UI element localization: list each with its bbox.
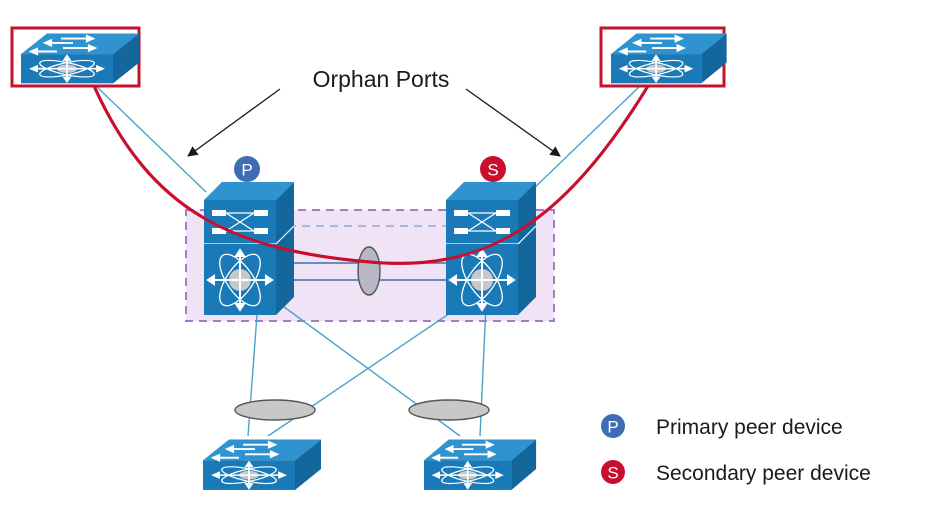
orphan-switch-left[interactable] xyxy=(10,26,141,88)
secondary-legend-label: Secondary peer device xyxy=(656,462,871,485)
primary-badge-text: P xyxy=(241,161,252,180)
orphan-link-right xyxy=(529,85,641,193)
vpc-peer-secondary[interactable] xyxy=(445,181,537,316)
downstream-switch-right[interactable] xyxy=(422,438,538,491)
secondary-legend-badge-text: S xyxy=(607,464,618,483)
orphan-switch-right[interactable] xyxy=(599,26,728,88)
downstream-switch-left[interactable] xyxy=(201,438,323,492)
peer-link-bundle xyxy=(357,246,381,296)
secondary-legend-badge xyxy=(601,460,625,484)
orphan-traffic-path-front xyxy=(92,85,650,265)
orphan-ports-label: Orphan Ports xyxy=(313,66,450,92)
port-channel-bundle-left xyxy=(234,399,316,421)
orphan-ports-arrow-left xyxy=(187,88,281,157)
secondary-badge: S xyxy=(480,156,506,182)
primary-badge: P xyxy=(234,156,260,182)
orphan-link-left xyxy=(95,85,207,193)
primary-legend-badge-text: P xyxy=(607,418,618,437)
port-channel-bundle-right xyxy=(408,399,490,421)
legend-item-primary: P Primary peer device xyxy=(601,414,843,439)
legend-item-secondary: S Secondary peer device xyxy=(601,460,871,485)
primary-legend-label: Primary peer device xyxy=(656,416,843,439)
secondary-badge-text: S xyxy=(487,161,498,180)
primary-legend-badge xyxy=(601,414,625,438)
orphan-ports-arrow-right xyxy=(465,88,561,157)
legend: P Primary peer device S Secondary peer d… xyxy=(601,414,871,485)
